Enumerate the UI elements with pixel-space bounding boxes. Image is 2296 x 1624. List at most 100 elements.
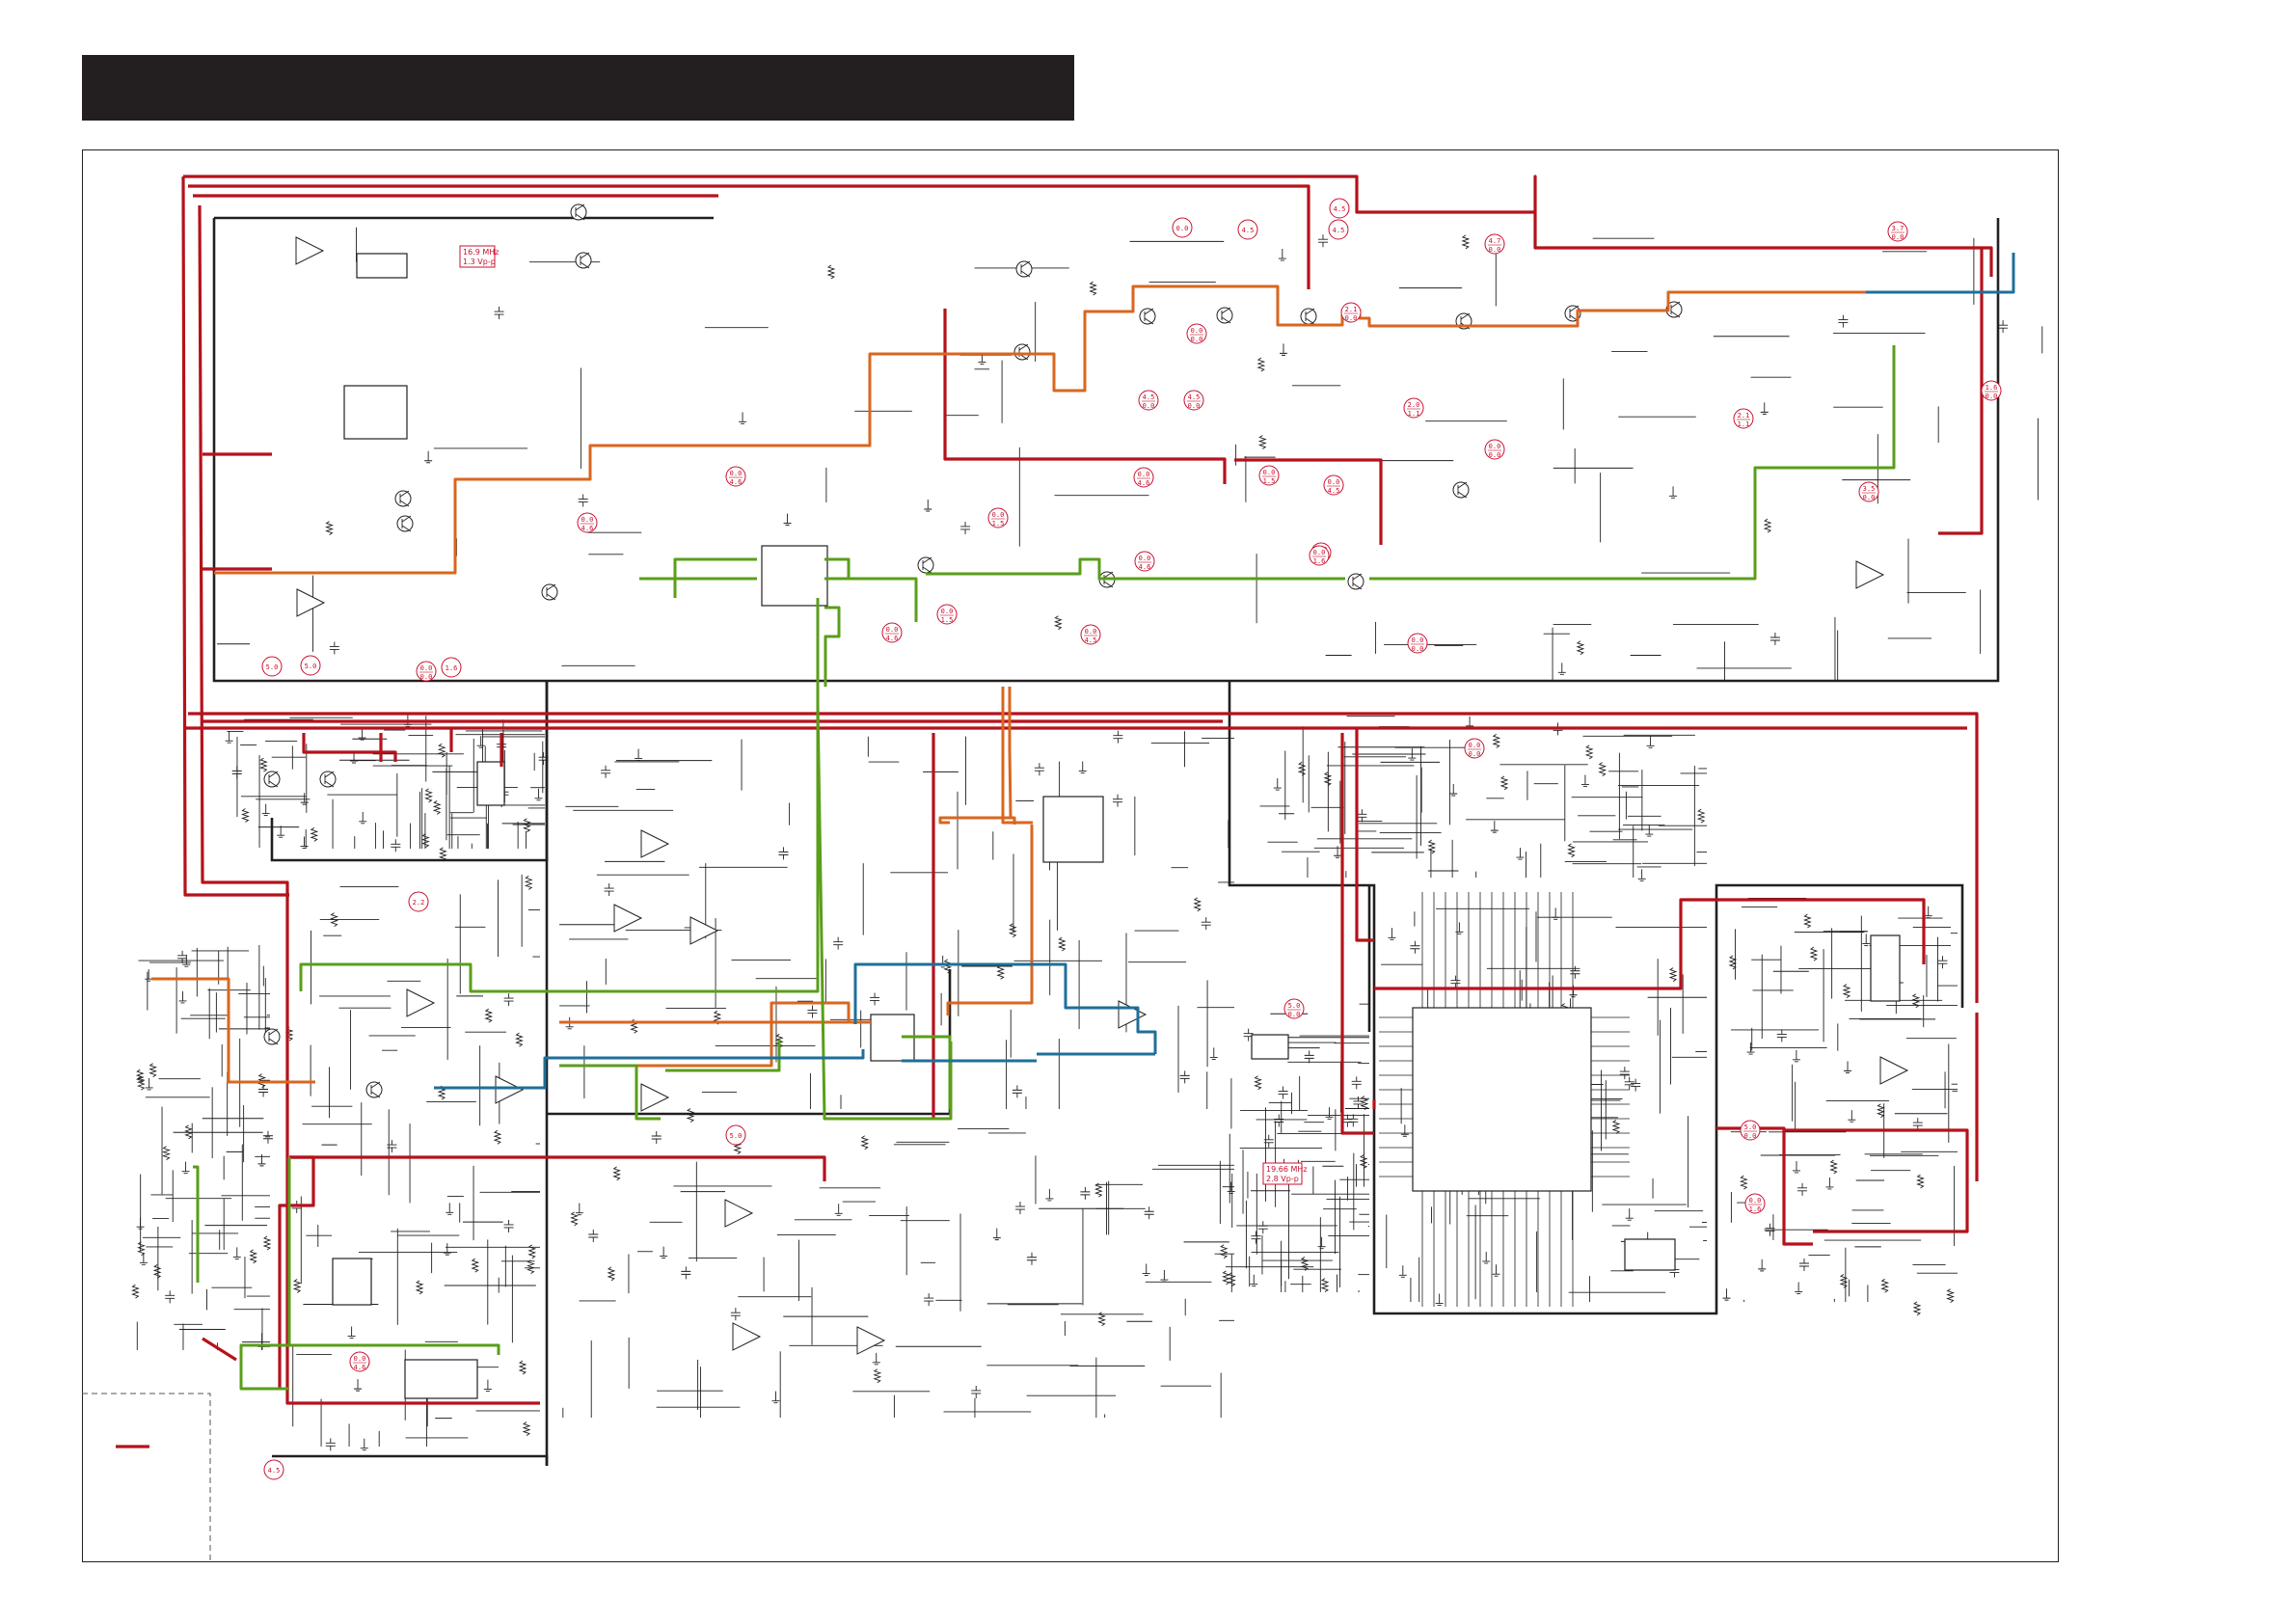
test-point-11: 2.01.1	[1403, 397, 1424, 419]
resistor	[570, 1211, 579, 1227]
ground-symbol	[1580, 774, 1589, 787]
op-amp	[732, 1322, 762, 1351]
resistor	[1912, 1301, 1922, 1316]
resistor	[1320, 1278, 1330, 1292]
resistor	[826, 264, 836, 280]
capacitor	[588, 1229, 599, 1242]
transistor	[917, 556, 934, 574]
ground-symbol	[145, 1077, 153, 1091]
test-point-value: 5.0	[305, 663, 317, 670]
resistor	[515, 1032, 524, 1047]
resistor	[1829, 1159, 1839, 1175]
ground-symbol	[300, 793, 309, 805]
resistor	[241, 808, 250, 823]
ground-symbol	[136, 1217, 145, 1230]
resistor	[249, 1249, 258, 1264]
red-signal-path	[289, 1155, 826, 1181]
op-amp	[724, 1199, 754, 1228]
orange-signal-path	[214, 284, 1866, 575]
test-point-circle	[263, 1459, 284, 1480]
ground-symbol	[1334, 846, 1342, 858]
capacitor	[960, 521, 971, 534]
transistor-leads	[401, 515, 412, 532]
resistor	[527, 1244, 537, 1259]
resistor	[1228, 1272, 1236, 1286]
op-amp	[856, 1326, 886, 1355]
resistor	[136, 1075, 146, 1091]
test-point-9: 4.50.0	[1183, 390, 1204, 411]
transistor-leads	[1144, 308, 1154, 325]
test-point-value: 1.6	[1985, 384, 1998, 392]
ground-symbol	[257, 1153, 266, 1167]
resistor	[1219, 1244, 1229, 1259]
orange-signal-path	[938, 816, 1016, 825]
test-point-5: 4.70.0	[1484, 233, 1505, 255]
op-amp	[296, 588, 326, 617]
section-boundary	[270, 681, 549, 862]
resistor	[1256, 357, 1266, 372]
ground-symbol	[1078, 761, 1087, 774]
op-amp	[640, 829, 670, 858]
capacitor	[1317, 234, 1328, 248]
ground-symbol	[360, 1438, 368, 1451]
resistor	[1696, 808, 1706, 824]
red-signal-path	[1374, 898, 1926, 990]
transistor	[1013, 343, 1031, 361]
capacitor	[1201, 917, 1211, 931]
test-point-value-2: 4.5	[1328, 487, 1340, 495]
capacitor	[1353, 1096, 1364, 1109]
ground-symbol	[446, 1203, 454, 1215]
ground-symbol	[483, 1379, 492, 1393]
resistor	[996, 964, 1006, 980]
transistor	[1216, 307, 1233, 324]
green-signal-path	[673, 557, 757, 598]
test-point-10: 2.10.0	[1340, 302, 1362, 323]
test-point-value-2: 0.0	[1892, 233, 1904, 241]
ic-chip	[404, 1359, 478, 1399]
osc2-freq-text: 19.66 MHz	[1266, 1165, 1308, 1174]
test-point-3: 4.5	[1237, 219, 1258, 240]
resistor	[1057, 936, 1067, 952]
resistor	[1809, 946, 1819, 961]
capacitor	[1263, 1134, 1274, 1148]
test-point-value-2: 1.6	[1313, 557, 1326, 565]
capacitor	[387, 1140, 397, 1153]
capacitor	[538, 752, 549, 766]
test-point-value-2: 0.0	[1345, 314, 1358, 322]
ground-symbol	[1722, 1288, 1731, 1301]
ground-symbol	[534, 788, 543, 801]
ground-symbol	[1646, 736, 1655, 748]
capacitor	[1351, 1076, 1362, 1090]
resistor	[1089, 281, 1098, 296]
test-point-23: 0.01.6	[1309, 545, 1330, 566]
op-amp	[406, 988, 436, 1017]
op-amp	[495, 1075, 525, 1104]
test-point-circle	[300, 655, 321, 676]
red-signal-path	[188, 184, 1310, 289]
test-point-value-2: 1.6	[1749, 1205, 1762, 1213]
capacitor	[1080, 1186, 1091, 1200]
resistor	[310, 826, 319, 842]
resistor	[1880, 1278, 1890, 1293]
test-point-value: 2.0	[1408, 401, 1420, 409]
test-point-value-2: 4.6	[354, 1364, 366, 1371]
test-point-circle	[1484, 233, 1505, 255]
resistor	[1739, 1175, 1748, 1190]
transistor-leads	[324, 771, 335, 788]
capacitor	[1144, 1206, 1154, 1220]
ground-symbol	[261, 803, 270, 817]
resistor	[1839, 1274, 1849, 1288]
red-signal-path	[302, 733, 397, 762]
test-point-circle	[1237, 219, 1258, 240]
ic-chip	[356, 253, 408, 279]
resistor	[873, 1368, 882, 1384]
ground-symbol	[1844, 1061, 1852, 1073]
ground-symbol	[1455, 922, 1464, 934]
test-point-30: 5.0	[300, 655, 321, 676]
ground-symbol	[1142, 1263, 1150, 1276]
test-point-circle	[1183, 390, 1204, 411]
resistor	[1492, 733, 1501, 748]
test-point-value-2: 4.5	[1085, 636, 1097, 644]
resistor	[152, 1263, 162, 1279]
